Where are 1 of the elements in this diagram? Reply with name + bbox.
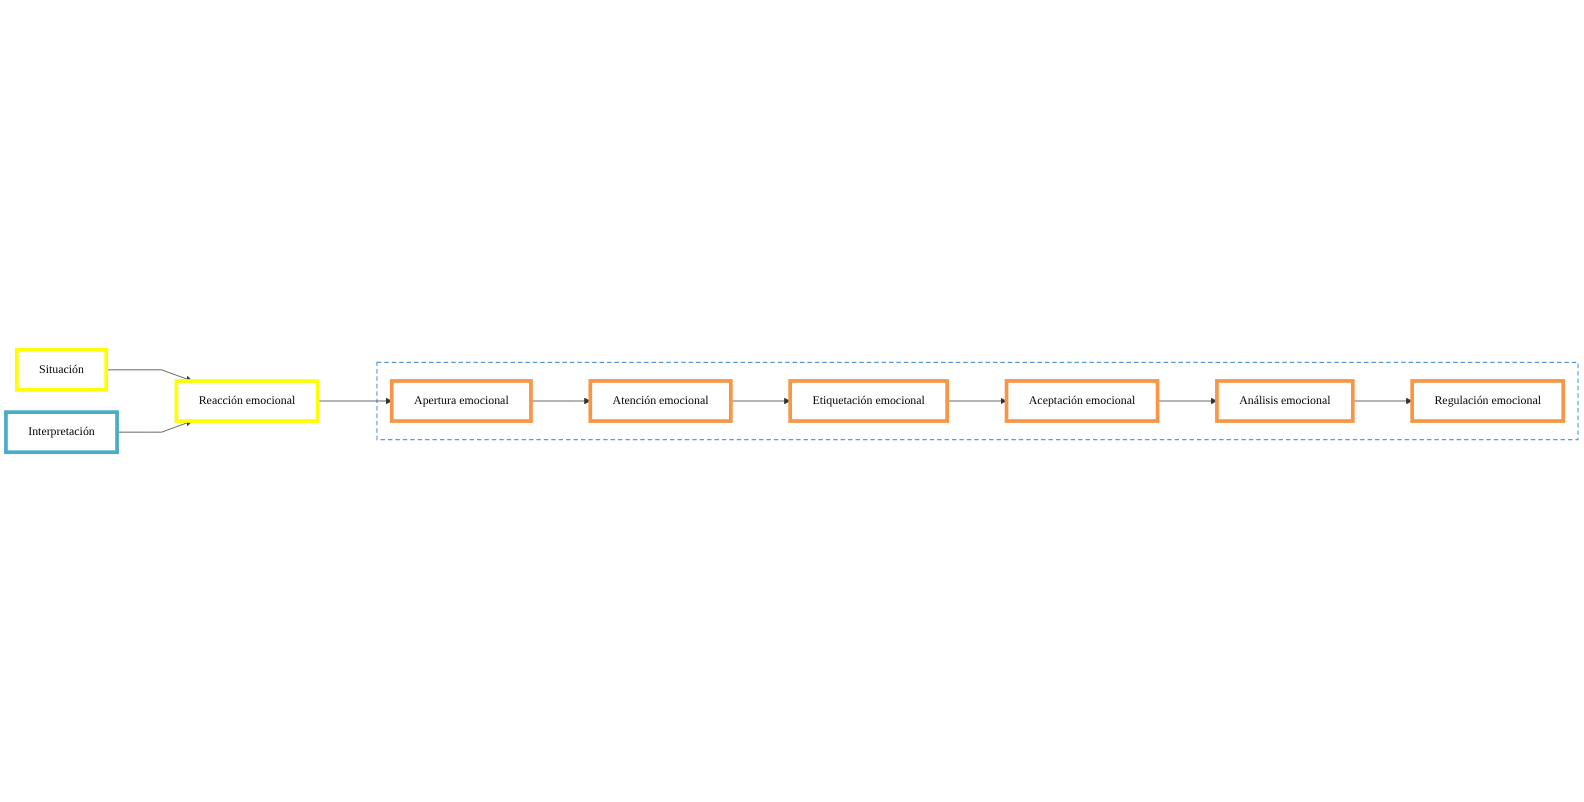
cluster — [376, 361, 1579, 441]
